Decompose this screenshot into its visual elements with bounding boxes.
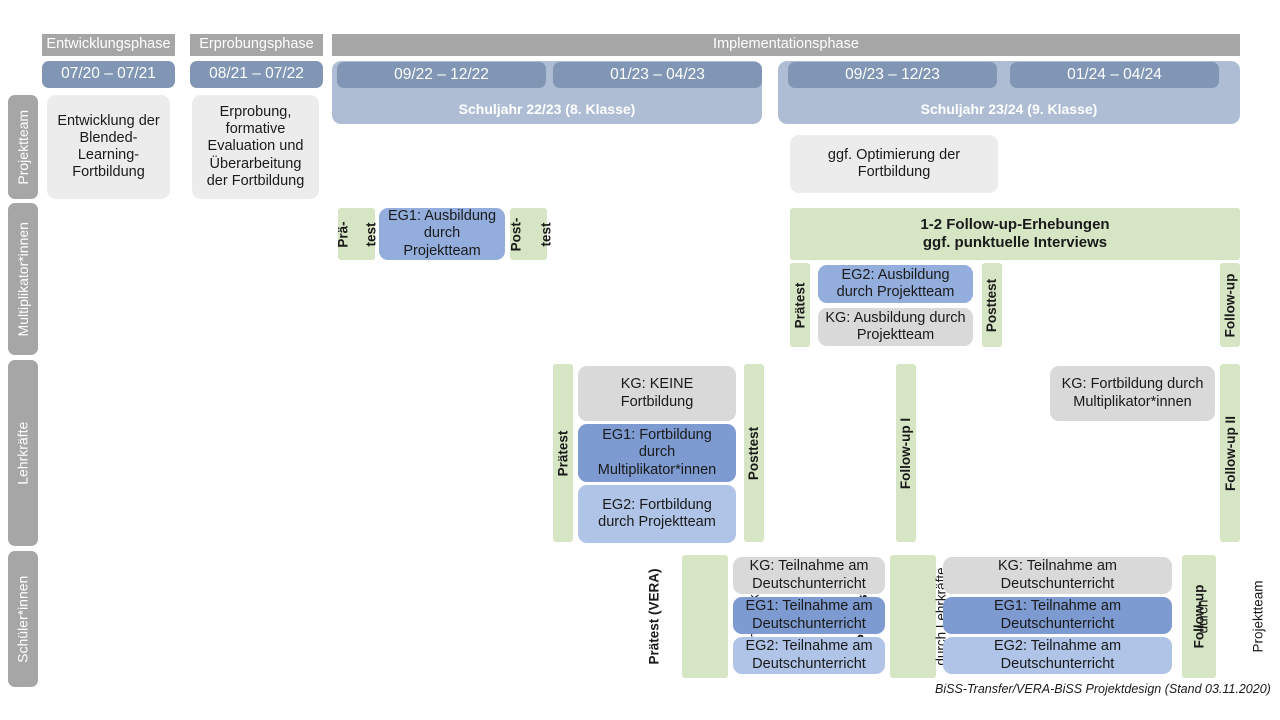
phase-bar-implementationsphase: Implementationsphase — [332, 34, 1240, 56]
phase-label: Implementationsphase — [713, 36, 859, 53]
lehrkraefte-kg-fortbildung-box: KG: Fortbildung durch Multiplikator*inne… — [1050, 366, 1215, 421]
multiplikatoren-followup-vertical: Follow-up — [1220, 263, 1240, 347]
row-label-projektteam: Projektteam — [8, 95, 38, 199]
lehrkraefte-eg2-fortbildung-box: EG2: Fortbildung durch Projektteam — [578, 485, 736, 543]
period-pill-0720-0721: 07/20 – 07/21 — [42, 61, 175, 88]
multiplikatoren-eg1-ausbildung-box: EG1: Ausbildung durch Projektteam — [379, 208, 505, 260]
lehrkraefte-praetest-vertical: Prätest — [553, 364, 573, 542]
period-pill-0821-0722: 08/21 – 07/22 — [190, 61, 323, 88]
schueler-kg-teilnahme-box-right: KG: Teilnahme am Deutschunterricht — [943, 557, 1172, 594]
period-label: 01/23 – 04/23 — [610, 65, 705, 83]
multiplikatoren-praetest-vertical: Prätest — [790, 263, 810, 347]
projektteam-optimierung-box: ggf. Optimierung der Fortbildung — [790, 135, 998, 193]
schueler-eg2-teilnahme-box-right: EG2: Teilnahme am Deutschunterricht — [943, 637, 1172, 674]
period-label: 09/23 – 12/23 — [845, 65, 940, 83]
row-label-multiplikatorinnen: Multiplikator*innen — [8, 203, 38, 355]
schuljahr-label: Schuljahr 23/24 (9. Klasse) — [920, 101, 1098, 118]
period-label: 01/24 – 04/24 — [1067, 65, 1162, 83]
row-label-schuelerinnen: Schüler*innen — [8, 551, 38, 687]
multiplikatoren-posttest-strip: Post- test — [508, 208, 554, 260]
multiplikatoren-kg-ausbildung-box: KG: Ausbildung durch Projektteam — [818, 308, 973, 346]
period-pill-0123-0423: 01/23 – 04/23 — [553, 62, 762, 88]
lehrkraefte-eg1-fortbildung-box: EG1: Fortbildung durch Multiplikator*inn… — [578, 424, 736, 482]
phase-label: Erprobungsphase — [199, 36, 314, 53]
schueler-kg-teilnahme-box-left: KG: Teilnahme am Deutschunterricht — [733, 557, 885, 594]
period-label: 08/21 – 07/22 — [209, 65, 304, 83]
schuljahr-label: Schuljahr 22/23 (8. Klasse) — [458, 101, 636, 118]
multiplikatoren-eg2-ausbildung-box: EG2: Ausbildung durch Projektteam — [818, 265, 973, 303]
multiplikatoren-praetest-strip: Prä- test — [336, 208, 378, 260]
footer-caption: BiSS-Transfer/VERA-BiSS Projektdesign (S… — [935, 682, 1271, 696]
schueler-praetest-vera-strip: Prätest (VERA) durch Lehrkräfte — [647, 555, 762, 678]
phase-bar-entwicklungsphase: Entwicklungsphase — [42, 34, 175, 56]
schueler-eg1-teilnahme-box-left: EG1: Teilnahme am Deutschunterricht — [733, 597, 885, 634]
lehrkraefte-posttest-vertical: Posttest — [744, 364, 764, 542]
projektteam-erprobung-box: Erprobung, formative Evaluation und Über… — [192, 95, 319, 199]
lehrkraefte-kg-keine-box: KG: KEINE Fortbildung — [578, 366, 736, 421]
lehrkraefte-followup-2-vertical: Follow-up II — [1220, 364, 1240, 542]
period-label: 07/20 – 07/21 — [61, 65, 156, 83]
multiplikatoren-followup-banner: 1-2 Follow-up-Erhebungen ggf. punktuelle… — [790, 208, 1240, 260]
period-pill-0124-0424: 01/24 – 04/24 — [1010, 62, 1219, 88]
schueler-eg1-teilnahme-box-right: EG1: Teilnahme am Deutschunterricht — [943, 597, 1172, 634]
lehrkraefte-followup-1-vertical: Follow-up I — [896, 364, 916, 542]
multiplikatoren-posttest-vertical: Posttest — [982, 263, 1002, 347]
schueler-eg2-teilnahme-box-left: EG2: Teilnahme am Deutschunterricht — [733, 637, 885, 674]
period-pill-0922-1222: 09/22 – 12/22 — [337, 62, 546, 88]
projektteam-entwicklung-box: Entwicklung der Blended-Learning-Fortbil… — [47, 95, 170, 199]
period-pill-0923-1223: 09/23 – 12/23 — [788, 62, 997, 88]
phase-bar-erprobungsphase: Erprobungsphase — [190, 34, 323, 56]
phase-label: Entwicklungsphase — [46, 36, 171, 53]
schueler-followup-sub-label: durch Projektteam — [1194, 580, 1266, 653]
row-label-lehrkraefte: Lehrkräfte — [8, 360, 38, 546]
schueler-followup-strip: Follow-up — [1182, 555, 1216, 678]
period-label: 09/22 – 12/22 — [394, 65, 489, 83]
schueler-posttest-strip: Posttest durch Lehrkräfte — [855, 555, 949, 678]
